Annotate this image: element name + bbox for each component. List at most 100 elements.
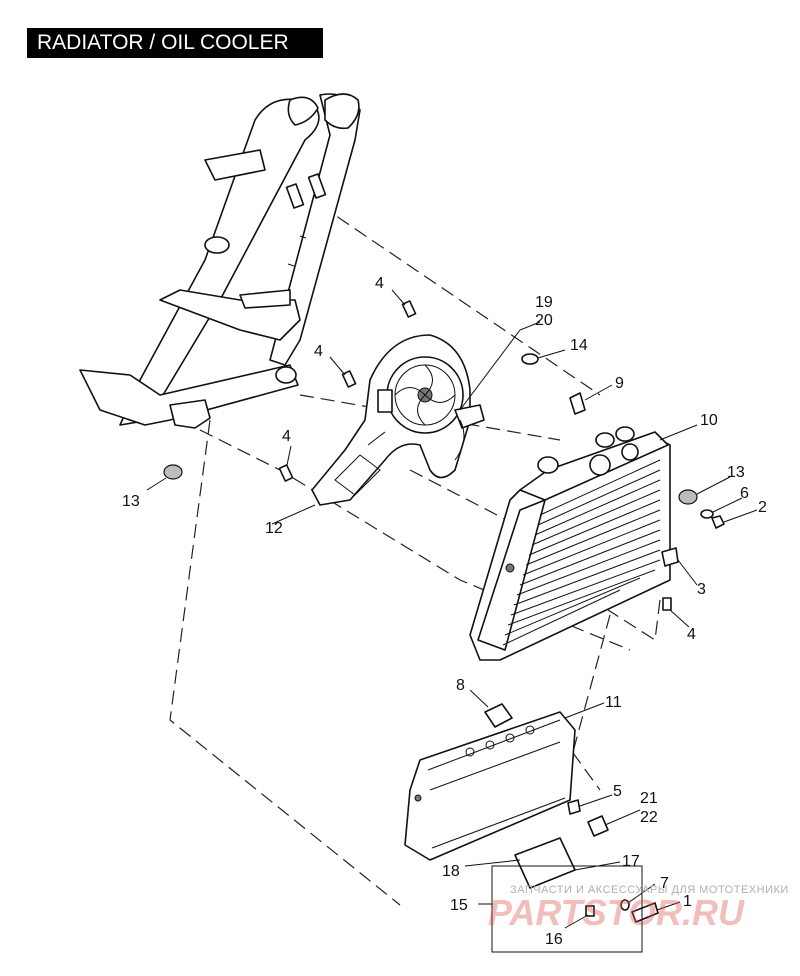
hardware-parts xyxy=(163,300,725,611)
callout-17: 17 xyxy=(622,853,640,870)
shroud-ribs xyxy=(334,431,386,496)
callout-9: 9 xyxy=(615,375,624,392)
leader-18 xyxy=(464,859,521,867)
frame-mount-tab xyxy=(169,399,211,429)
spacer-9 xyxy=(569,392,586,415)
callout-10: 10 xyxy=(700,412,718,429)
frame-mount-boss xyxy=(275,366,297,384)
leader-4b xyxy=(329,356,346,376)
dash-bolt-to-radiator xyxy=(607,599,661,642)
bolt-4-fan xyxy=(341,370,357,388)
radiator-filler-neck xyxy=(537,456,559,474)
callout-5: 5 xyxy=(613,783,622,800)
fan-wiring-connector xyxy=(454,404,485,429)
frame-assembly xyxy=(79,93,361,429)
bracket-11 xyxy=(404,711,576,861)
fan-motor-tab xyxy=(377,389,393,413)
nut-5 xyxy=(567,799,581,815)
frame-bolt-a xyxy=(285,183,305,209)
washer-14 xyxy=(521,353,539,365)
frame-tube-clamp xyxy=(204,236,230,254)
sensor-1 xyxy=(631,902,659,923)
frame-gusset-mid xyxy=(239,289,291,309)
bracket-hole-2 xyxy=(485,740,495,750)
callout-7: 7 xyxy=(660,875,669,892)
frame-lower-crossmember xyxy=(79,364,299,426)
radiator-fitting-a xyxy=(589,454,611,476)
callout-15: 15 xyxy=(450,897,468,914)
leader-6 xyxy=(712,497,743,513)
callout-4-fan: 4 xyxy=(314,343,323,360)
frame-tube-left-cap xyxy=(287,96,319,126)
leader-3 xyxy=(677,559,698,586)
callout-20: 20 xyxy=(535,312,553,329)
bracket-hole-4 xyxy=(525,725,535,735)
fan-shroud-assembly xyxy=(311,334,485,506)
callout-4-shroud: 4 xyxy=(282,428,291,445)
leader-lines xyxy=(146,289,758,929)
radiator-inlet-port-b xyxy=(615,426,635,442)
assembly-dashed-lines xyxy=(169,204,661,906)
leader-13a xyxy=(146,477,167,491)
bracket-hole-3 xyxy=(505,733,515,743)
leader-4a xyxy=(391,289,406,306)
leader-5 xyxy=(579,794,613,807)
leader-13b xyxy=(696,476,731,495)
leader-17 xyxy=(574,861,621,871)
radiator-side-tank xyxy=(477,499,546,651)
connector-21 xyxy=(587,815,609,837)
bracket-hole-1 xyxy=(465,747,475,757)
watermark: ЗАПЧАСТИ И АКСЕССУАРЫ ДЛЯ МОТОТЕХНИКИ PA… xyxy=(488,884,789,933)
radiator-fins xyxy=(502,459,661,646)
bolt-4-shroud xyxy=(278,464,294,482)
radiator-inlet-port-a xyxy=(595,432,615,448)
fan-wire-lead xyxy=(454,419,465,461)
fitting-3 xyxy=(661,547,679,567)
leader-4d xyxy=(669,609,690,628)
grommet-13-radiator xyxy=(678,489,698,505)
callout-numbers: 19 20 4 4 4 4 14 9 10 13 13 6 2 12 3 8 1… xyxy=(122,275,767,948)
leader-8 xyxy=(469,689,489,708)
leader-4c xyxy=(286,445,292,466)
watermark-brand: PARTSTOR.RU xyxy=(488,892,745,933)
frame-hose-clips xyxy=(287,235,307,267)
leader-10 xyxy=(659,424,698,441)
leader-9 xyxy=(584,384,613,401)
bolt-4-top xyxy=(401,300,417,318)
callout-8: 8 xyxy=(456,677,465,694)
callout-4-radiator: 4 xyxy=(687,626,696,643)
leader-1 xyxy=(656,901,681,911)
leader-12 xyxy=(271,504,316,525)
page-title: RADIATOR / OIL COOLER xyxy=(27,28,323,58)
leader-2 xyxy=(723,509,758,523)
callout-4-top: 4 xyxy=(375,275,384,292)
dash-frame-to-mount xyxy=(199,429,631,651)
callout-22: 22 xyxy=(640,809,658,826)
leader-16 xyxy=(564,914,589,929)
leader-14 xyxy=(537,349,566,359)
frame-tube-top-cap xyxy=(324,93,360,130)
radiator-side-bolt xyxy=(505,563,515,573)
callout-16: 16 xyxy=(545,931,563,948)
callout-6: 6 xyxy=(740,485,749,502)
bracket-bolt-left xyxy=(414,794,422,802)
frame-bolt-b xyxy=(307,173,327,199)
callout-1: 1 xyxy=(683,893,692,910)
leader-7 xyxy=(627,883,656,904)
leader-19-20 xyxy=(459,321,541,411)
nut-2 xyxy=(711,515,725,529)
leader-21-22 xyxy=(604,809,641,826)
watermark-caption: ЗАПЧАСТИ И АКСЕССУАРЫ ДЛЯ МОТОТЕХНИКИ xyxy=(510,884,789,896)
callout-13-frame: 13 xyxy=(122,493,140,510)
callout-12: 12 xyxy=(265,520,283,537)
kit-15-box xyxy=(491,865,643,953)
dash-frame-to-radiator xyxy=(319,204,601,396)
callout-2: 2 xyxy=(758,499,767,516)
frame-gusset-upper xyxy=(204,149,266,181)
callout-14: 14 xyxy=(570,337,588,354)
radiator-oil-cooler xyxy=(469,426,671,661)
washer-6 xyxy=(700,509,714,519)
callout-3: 3 xyxy=(697,581,706,598)
